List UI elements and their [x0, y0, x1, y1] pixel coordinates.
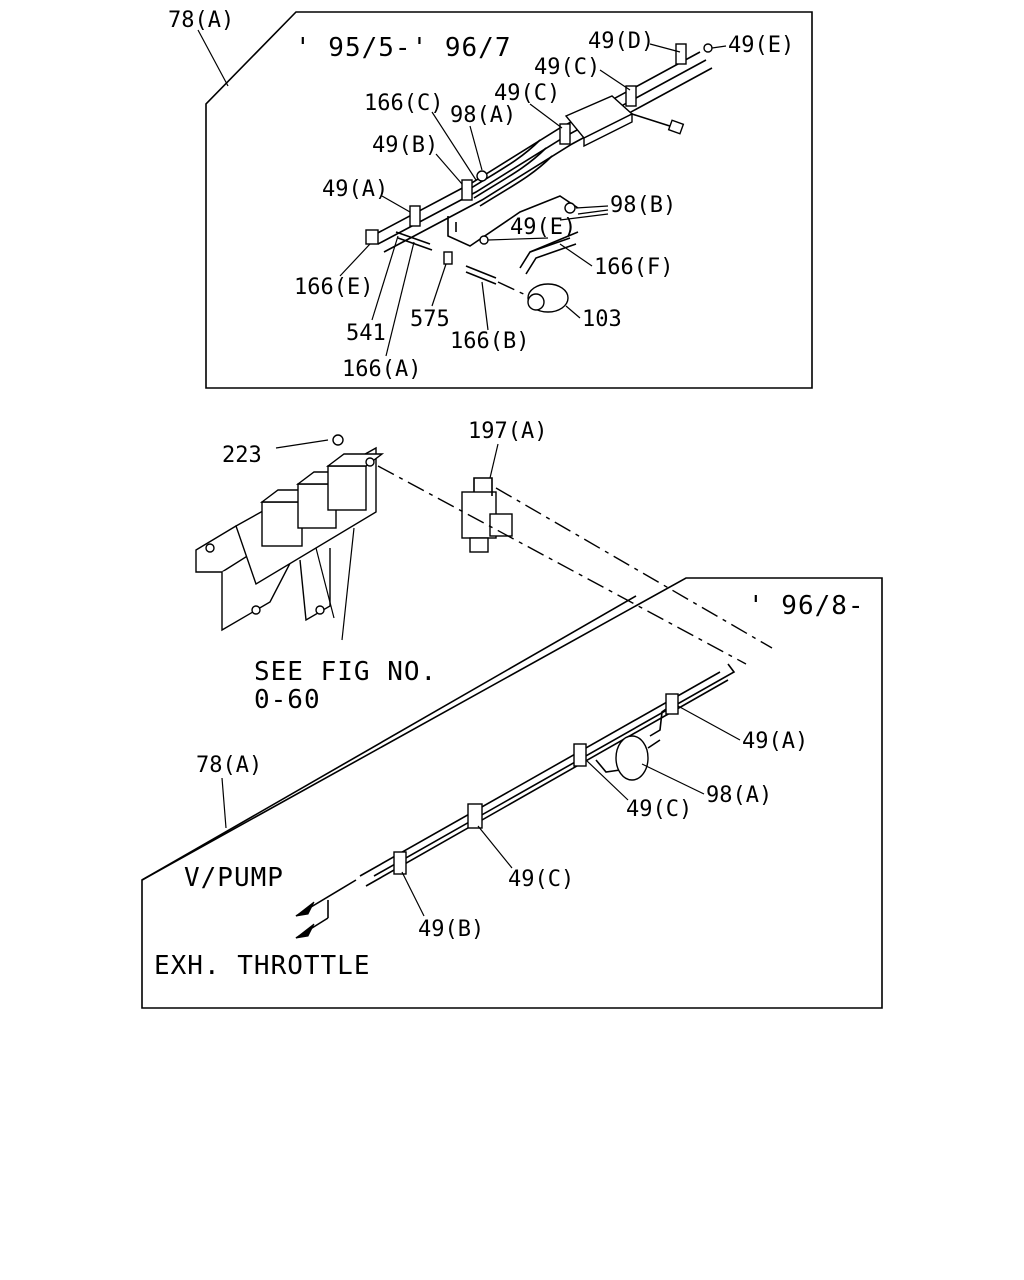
label-49c-a: 49(C) [534, 55, 600, 80]
connection-line-a [377, 465, 747, 665]
clip-49b [461, 179, 473, 201]
label-49c-lower-b: 49(C) [508, 867, 574, 892]
vsv-197a: 197(A) [461, 419, 547, 553]
clip-49c-lower-a [573, 743, 587, 767]
label-223: 223 [222, 443, 262, 468]
label-541: 541 [346, 321, 386, 346]
relay-bracket-assembly: 223 SEE FIG NO. 0-60 [195, 434, 437, 715]
see-fig-line1: SEE FIG NO. [254, 657, 437, 687]
upper-panel: ' 95/5-' 96/7 78(A) [168, 8, 813, 389]
upper-date-range: ' 95/5-' 96/7 [295, 33, 512, 63]
see-fig-line2: 0-60 [254, 685, 321, 715]
label-98b: 98(B) [610, 193, 676, 218]
hose-166b [465, 265, 497, 279]
label-49c-lower-a: 49(C) [626, 797, 692, 822]
upper-panel-border [205, 11, 813, 389]
upper-ref-label: 78(A) [168, 8, 234, 33]
label-98a: 98(A) [450, 103, 516, 128]
label-49d: 49(D) [588, 29, 654, 54]
label-98a-lower: 98(A) [706, 783, 772, 808]
lower-panel: ' 96/8- 78(A) 49(A) 98(A) 49(C) 49(C) 49… [141, 577, 883, 1009]
label-49e-top: 49(E) [728, 33, 794, 58]
clip-49c-lower-b [467, 803, 483, 829]
clip-49e-mid [479, 235, 489, 245]
label-49c-b: 49(C) [494, 81, 560, 106]
label-103: 103 [582, 307, 622, 332]
clip-49a-lower [665, 693, 679, 715]
label-49b: 49(B) [372, 133, 438, 158]
clip-49d [675, 43, 687, 65]
upper-ref-leader [197, 29, 229, 87]
clip-49e-top [703, 43, 713, 53]
lower-ref-label: 78(A) [196, 753, 262, 778]
vacuum-tank-98a [615, 735, 649, 781]
lower-date-range: ' 96/8- [748, 591, 865, 621]
label-166e: 166(E) [294, 275, 373, 300]
label-166a: 166(A) [342, 357, 421, 382]
hose-bundle-lower [359, 663, 736, 887]
relay-1 [261, 501, 303, 547]
part-575 [443, 251, 453, 265]
label-49b-lower: 49(B) [418, 917, 484, 942]
label-197a: 197(A) [468, 419, 547, 444]
connector-166e [365, 229, 379, 245]
bolt-223 [332, 434, 344, 446]
hose-166f [529, 231, 579, 253]
connection-line-b [495, 487, 773, 649]
label-49a: 49(A) [322, 177, 388, 202]
clip-49c-b [559, 123, 571, 145]
label-49a-lower: 49(A) [742, 729, 808, 754]
clip-49a [409, 205, 421, 227]
label-575: 575 [410, 307, 450, 332]
check-valve-98b [564, 202, 576, 214]
exh-throttle-label: EXH. THROTTLE [154, 951, 371, 981]
label-166f: 166(F) [594, 255, 673, 280]
hose-166a [395, 231, 431, 245]
clip-49c-a [625, 85, 637, 107]
lower-panel-border [141, 577, 883, 1009]
label-166c: 166(C) [364, 91, 443, 116]
check-valve-98a [476, 170, 488, 182]
clip-49b-lower [393, 851, 407, 875]
vpump-label: V/PUMP [184, 863, 284, 893]
relay-3 [327, 465, 367, 511]
label-166b: 166(B) [450, 329, 529, 354]
